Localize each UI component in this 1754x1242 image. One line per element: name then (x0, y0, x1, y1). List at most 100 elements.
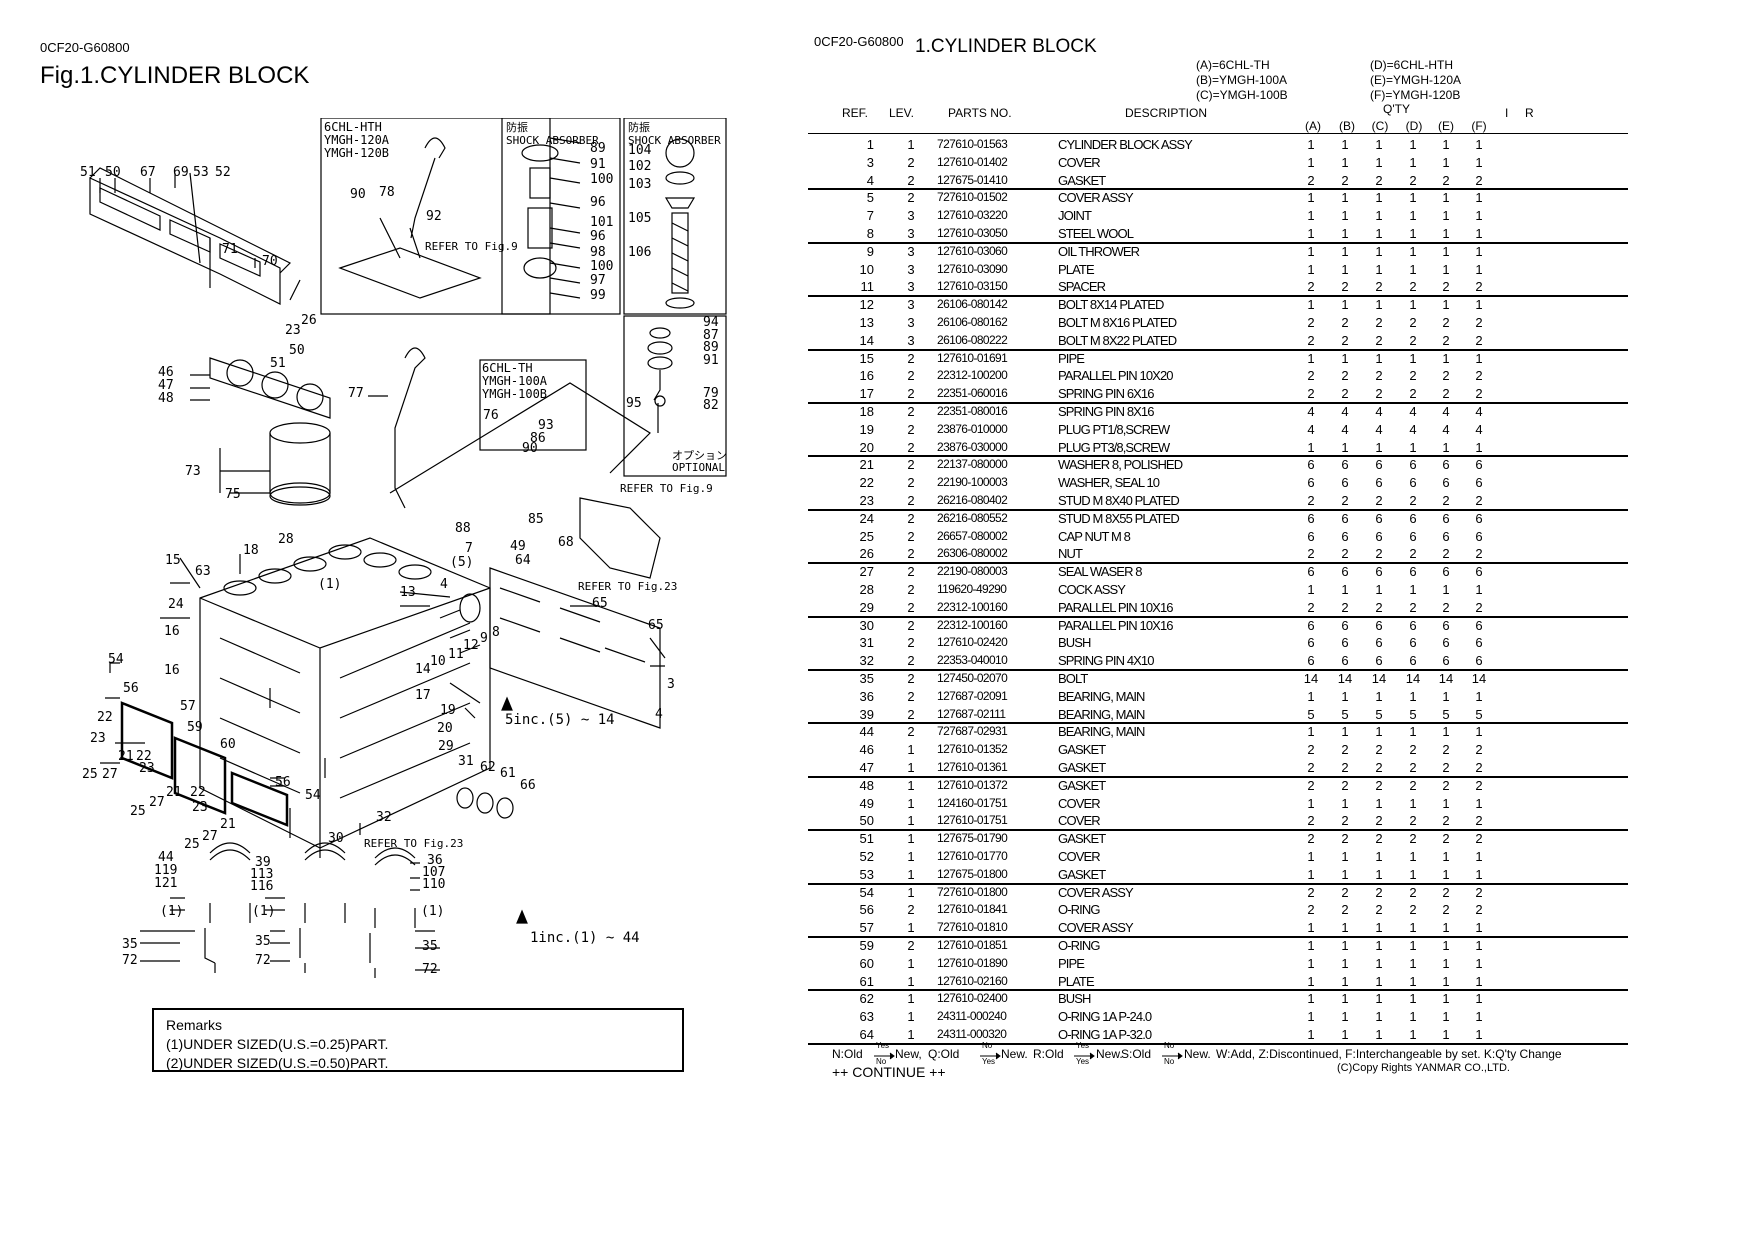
optional-jp: オプション (672, 449, 727, 462)
svg-text:22: 22 (136, 749, 152, 764)
ref-cell: 12 (859, 297, 874, 313)
qty-cell: 1 (1375, 226, 1383, 241)
qty-cell: 1 (1475, 849, 1483, 864)
inset-line: SHOCK ABSORBER (628, 134, 721, 147)
svg-text:86: 86 (530, 431, 546, 446)
qty-cell: 2 (1307, 813, 1315, 829)
qty-cell: 4 (1409, 421, 1417, 437)
qty-cell: 6 (1341, 564, 1349, 580)
qty-cell: 6 (1375, 510, 1383, 526)
qty-cell: 1 (1341, 991, 1349, 1007)
part-number-cell: 22351-060016 (937, 386, 1008, 401)
ref-cell: 26 (859, 546, 874, 562)
description-cell: PIPE (1058, 350, 1085, 366)
qty-cell: 1 (1307, 226, 1315, 241)
qty-cell: 6 (1475, 564, 1483, 580)
lev-cell: 2 (907, 368, 915, 384)
svg-text:54: 54 (108, 652, 124, 667)
ref-cell: 16 (859, 368, 874, 384)
qty-cell: 6 (1409, 457, 1417, 473)
lev-cell: 1 (907, 742, 915, 758)
qty-cell: 14 (1337, 671, 1353, 686)
qty-cell: 1 (1341, 154, 1349, 170)
ref-cell: 22 (859, 475, 874, 491)
lev-cell: 2 (907, 546, 915, 562)
description-cell: GASKET (1058, 831, 1106, 847)
inset-box-6chl-th (479, 359, 587, 451)
group-divider (808, 402, 1628, 404)
ref-cell: 9 (866, 243, 874, 259)
svg-text:21: 21 (118, 749, 134, 764)
qty-cell: 2 (1409, 760, 1417, 775)
ref-cell: 31 (859, 635, 874, 651)
part-number-cell: 127675-01410 (937, 172, 1008, 187)
part-number-cell: 127610-02400 (937, 991, 1008, 1006)
qty-cell: 14 (1303, 671, 1319, 686)
col-header-a: (A) (1305, 119, 1321, 133)
svg-text:100: 100 (590, 172, 613, 187)
svg-text:97: 97 (590, 273, 606, 288)
svg-text:4: 4 (655, 707, 663, 722)
legend-no: No (982, 1041, 993, 1050)
svg-text:20: 20 (437, 721, 453, 736)
lev-cell: 1 (907, 813, 915, 829)
svg-text:104: 104 (628, 143, 652, 158)
qty-cell: 2 (1341, 315, 1349, 330)
qty-cell: 2 (1409, 777, 1417, 793)
lev-cell: 1 (907, 831, 915, 847)
inset-line: 6CHL-HTH (324, 120, 382, 134)
qty-cell: 2 (1409, 315, 1417, 330)
qty-cell: 2 (1442, 279, 1450, 295)
qty-cell: 2 (1307, 332, 1315, 348)
qty-cell: 1 (1475, 439, 1483, 455)
ref-cell: 50 (859, 813, 874, 829)
group-divider (808, 295, 1628, 298)
legend-yes: Yes (1076, 1041, 1090, 1050)
qty-cell: 2 (1442, 315, 1450, 330)
svg-text:50: 50 (289, 343, 305, 358)
svg-text:51: 51 (80, 165, 96, 180)
svg-text:95: 95 (626, 396, 642, 411)
description-cell: SPRING PIN 4X10 (1058, 653, 1155, 669)
qty-cell: 2 (1409, 368, 1417, 384)
qty-cell: 1 (1341, 955, 1349, 971)
lev-cell: 3 (907, 332, 915, 348)
qty-cell: 2 (1442, 332, 1450, 348)
qty-cell: 5 (1341, 706, 1349, 722)
lev-cell: 1 (907, 795, 915, 811)
svg-text:72: 72 (422, 962, 438, 977)
qty-cell: 6 (1442, 635, 1450, 651)
legend-yes: Yes (1076, 1057, 1090, 1066)
note-refer-fig23-b: REFER TO Fig.23 (364, 837, 464, 850)
lev-cell: 2 (907, 493, 915, 508)
description-cell: PARALLEL PIN 10X16 (1058, 599, 1174, 615)
qty-cell: 1 (1442, 938, 1450, 953)
part-number-cell: 127610-01402 (937, 154, 1008, 169)
part-number-cell: 127610-03050 (937, 226, 1008, 240)
qty-cell: 1 (1409, 154, 1417, 170)
qty-cell: 1 (1307, 582, 1315, 597)
legend-s-new: New. (1184, 1047, 1211, 1061)
svg-text:35: 35 (422, 939, 438, 954)
lev-cell: 2 (907, 172, 915, 188)
lev-cell: 1 (907, 991, 915, 1007)
col-header-d: (D) (1405, 119, 1423, 133)
qty-cell: 1 (1375, 439, 1383, 455)
qty-cell: 1 (1307, 208, 1315, 224)
qty-cell: 1 (1307, 795, 1315, 811)
ref-cell: 14 (859, 332, 874, 348)
qty-cell: 6 (1442, 564, 1450, 580)
part-number-cell: 23876-030000 (937, 439, 1008, 454)
qty-cell: 6 (1341, 510, 1349, 526)
lev-cell: 2 (907, 475, 915, 491)
description-cell: O-RING 1A P-24.0 (1058, 1009, 1152, 1025)
note-refer-fig9-b: REFER TO Fig.9 (620, 482, 713, 495)
lev-cell: 2 (907, 154, 915, 170)
